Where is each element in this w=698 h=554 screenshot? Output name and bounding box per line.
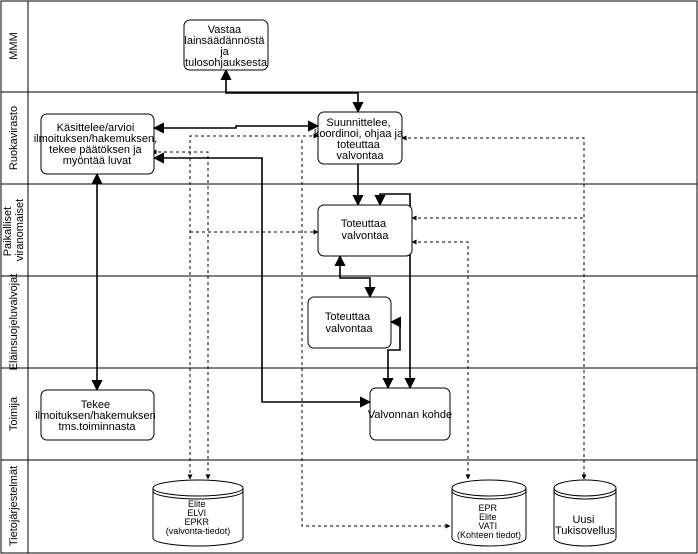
svg-text:Uusi Tukisovellus: Uusi Tukisovellus [555, 514, 616, 537]
box-suunnittelee[interactable]: Suunnittelee, koordinoi, ohjaa ja toteut… [314, 111, 406, 165]
solid-connectors [91, 68, 416, 408]
box-toteuttaa-paikalliset[interactable]: Toteuttaa valvontaa [317, 204, 413, 257]
svg-text:Tekee ilmoituksen/hake: Tekee ilmoituksen/hakemuksen tms.toiminn… [35, 399, 159, 433]
box-kasittelee[interactable]: Käsittelee/arvioi ilmoituksen/hakemuksen… [34, 113, 161, 175]
svg-text:Toteuttaa valvontaa: Toteuttaa valvontaa [341, 218, 390, 242]
svg-text:Elite ELVI EPK: Elite ELVI EPKR (valvonta-tiedot) [166, 499, 231, 536]
svg-text:Valvonnan kohde: Valvonnan kohde [368, 409, 452, 421]
database-kohteen-tiedot[interactable]: EPR Elite VATI (Kohteen tiedot) [451, 479, 527, 547]
lane-label-toimija: Toimija [8, 396, 20, 431]
box-valvonnan-kohde[interactable]: Valvonnan kohde [368, 387, 452, 441]
lane-label-paikalliset-line2: viranomaiset [14, 199, 26, 261]
lane-label-mmm: MMM [8, 32, 20, 60]
link-kasittelee-suunnittelee [152, 120, 320, 134]
dashed-link-suunnittelee-db3 [401, 135, 587, 480]
link-kasittelee-kohde [152, 152, 372, 408]
svg-text:Suunnittelee, koordino: Suunnittelee, koordinoi, ohjaa ja toteut… [314, 117, 406, 162]
svg-text:Käsittelee/arvioi ilmo: Käsittelee/arvioi ilmoituksen/hakemuksen… [34, 122, 161, 167]
box-tekee[interactable]: Tekee ilmoituksen/hakemuksen tms.toiminn… [35, 389, 159, 441]
process-boxes: Vastaa lainsäädännöstä ja tulosohjaukses… [34, 19, 452, 441]
database-uusi-tukisovellus[interactable]: Uusi Tukisovellus [553, 479, 617, 547]
databases: Elite ELVI EPKR (valvonta-tiedot) EPR El… [152, 479, 617, 547]
lane-label-tietojarjestelmat: Tietojärjestelmät [8, 466, 20, 546]
lane-label-ruokavirasto: Ruokavirasto [8, 106, 20, 170]
box-toteuttaa-elainsuojelu[interactable]: Toteuttaa valvontaa [307, 296, 392, 349]
lane-label-elainsuojeluvalvojat: Eläinsuojeluvalvojat [8, 274, 20, 371]
dashed-link-suunnittelee-db1 [187, 133, 319, 480]
svg-text:Toteuttaa valvontaa: Toteuttaa valvontaa [325, 311, 374, 335]
link-toteuttaa1-kohde [374, 193, 416, 390]
database-valvonta-tiedot[interactable]: Elite ELVI EPKR (valvonta-tiedot) [152, 479, 244, 547]
lane-label-paikalliset: Paikalliset viranomaiset [2, 199, 26, 261]
link-vastaa-suunnittelee [220, 68, 364, 114]
lane-labels: MMM Ruokavirasto Paikalliset viranomaise… [2, 32, 26, 546]
box-vastaa[interactable]: Vastaa lainsäädännöstä ja tulosohjaukses… [183, 19, 269, 71]
dashed-link-kasittelee-db1-a [151, 149, 211, 480]
dashed-link-toteuttaa-db2 [411, 239, 471, 480]
svg-text:Vastaa lainsäädännöstä: Vastaa lainsäädännöstä ja tulosohjaukses… [184, 24, 267, 69]
svg-text:EPR Elite VATI: EPR Elite VATI (Kohteen tiedot) [457, 503, 521, 540]
link-toteuttaa2-kohde [382, 316, 402, 390]
link-toteuttaa1-toteuttaa2 [334, 254, 376, 299]
